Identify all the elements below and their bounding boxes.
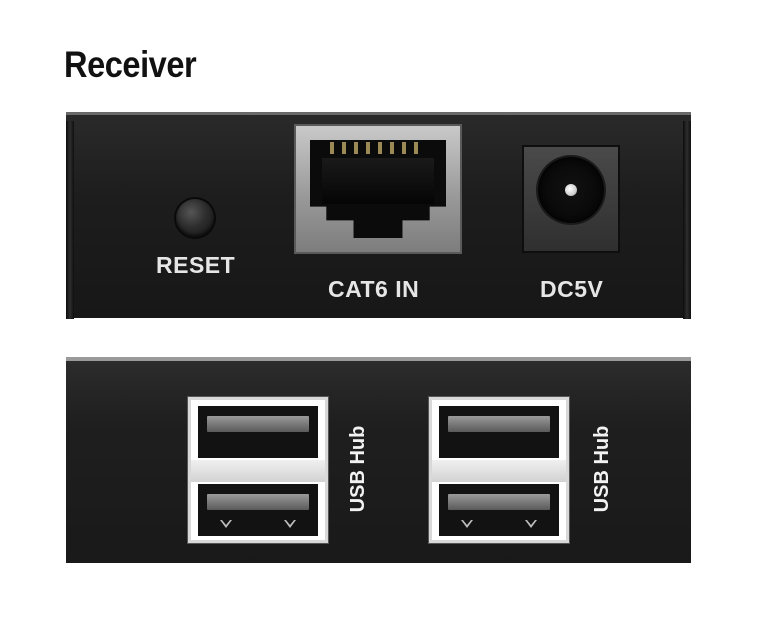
cat6-port-contacts (330, 142, 426, 154)
page-title: Receiver (64, 44, 197, 85)
cat6-label: CAT6 IN (328, 276, 420, 302)
usb-latch-mark (220, 520, 232, 528)
usb-port-tongue (207, 494, 309, 510)
panel-edge-left (66, 121, 74, 319)
usb-port-tongue (448, 494, 550, 510)
dc-power-jack[interactable] (522, 145, 620, 253)
usb-port[interactable] (198, 484, 318, 536)
receiver-back-panel: USB Hub USB Hub (66, 357, 691, 563)
usb-separator (191, 460, 325, 482)
usb-latch-mark (461, 520, 473, 528)
cat6-port-cavity (322, 158, 434, 204)
usb-latch-mark (284, 520, 296, 528)
reset-label: RESET (156, 252, 236, 278)
dc-label: DC5V (540, 276, 604, 302)
reset-button[interactable] (176, 199, 214, 237)
cat6-port[interactable] (294, 124, 462, 254)
dc-jack-pin (565, 184, 577, 196)
receiver-front-panel: RESET CAT6 IN DC5V (66, 112, 691, 319)
usb-port[interactable] (198, 406, 318, 458)
usb-latch-mark (525, 520, 537, 528)
usb-port[interactable] (439, 484, 559, 536)
usb-hub-right-label: USB Hub (591, 425, 613, 513)
usb-port-tongue (448, 416, 550, 432)
usb-port[interactable] (439, 406, 559, 458)
usb-hub-left (188, 397, 328, 543)
usb-port-tongue (207, 416, 309, 432)
panel-edge-right (683, 121, 691, 319)
usb-hub-right (429, 397, 569, 543)
usb-hub-left-label: USB Hub (347, 425, 369, 513)
usb-separator (432, 460, 566, 482)
